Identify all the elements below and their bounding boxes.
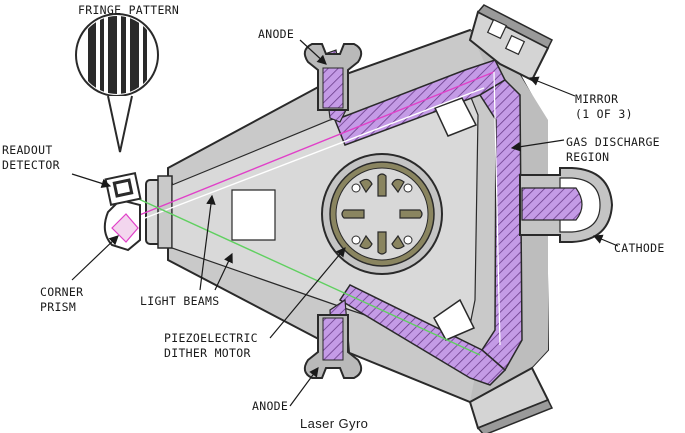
label-readout-line1: READOUT bbox=[2, 143, 53, 157]
dither-motor bbox=[321, 153, 443, 275]
label-piezo-line2: DITHER MOTOR bbox=[164, 346, 251, 360]
label-anode-top: ANODE bbox=[258, 27, 294, 41]
label-cathode: CATHODE bbox=[614, 241, 665, 255]
label-mirror-line1: MIRROR bbox=[575, 92, 618, 106]
labels: FRINGE PATTERN ANODE MIRROR (1 OF 3) REA… bbox=[2, 3, 665, 431]
label-readout-line2: DETECTOR bbox=[2, 158, 60, 172]
label-gas-discharge-line2: REGION bbox=[566, 150, 609, 164]
leader-lines bbox=[71, 39, 619, 407]
fringe-pattern-inset bbox=[75, 13, 159, 153]
corner-prism bbox=[103, 198, 141, 252]
label-corner-line1: CORNER bbox=[40, 285, 83, 299]
label-anode-bottom: ANODE bbox=[252, 399, 288, 413]
light-beams bbox=[131, 71, 501, 356]
label-corner-line2: PRISM bbox=[40, 300, 76, 314]
corner-blocks bbox=[433, 97, 478, 341]
figure-caption: Laser Gyro bbox=[300, 416, 368, 431]
mirror-top bbox=[468, 4, 554, 82]
anode-bottom bbox=[303, 314, 363, 379]
cathode bbox=[519, 167, 614, 243]
label-mirror-line2: (1 OF 3) bbox=[575, 107, 633, 121]
label-light-beams: LIGHT BEAMS bbox=[140, 294, 219, 308]
label-piezo-line1: PIEZOELECTRIC bbox=[164, 331, 258, 345]
label-gas-discharge-line1: GAS DISCHARGE bbox=[566, 135, 660, 149]
label-fringe-pattern: FRINGE PATTERN bbox=[78, 3, 179, 17]
readout-detector bbox=[104, 171, 142, 207]
